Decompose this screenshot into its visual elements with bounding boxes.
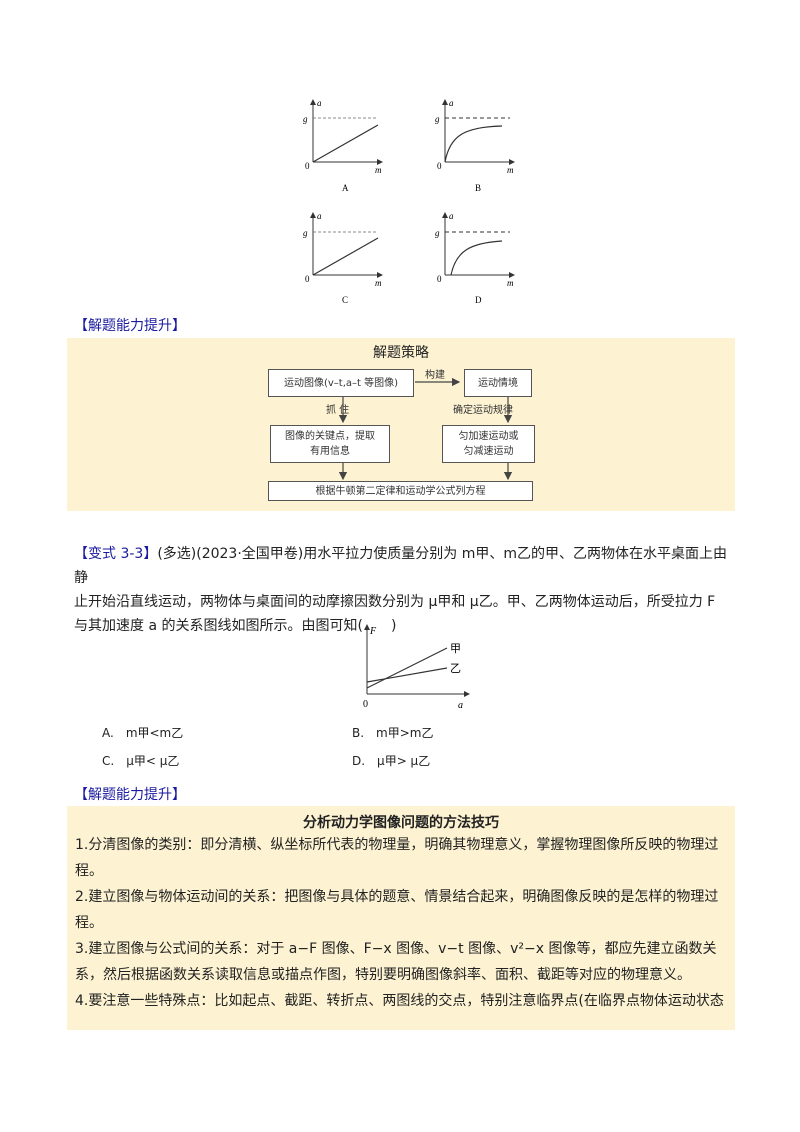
- question-text: 【变式 3-3】(多选)(2023·全国甲卷)用水平拉力使质量分别为 m甲、m乙…: [74, 542, 736, 638]
- svg-text:0: 0: [305, 161, 310, 171]
- caption-b: B: [475, 183, 481, 193]
- svg-text:g: g: [435, 228, 440, 238]
- tip-3: 3.建立图像与公式间的关系：对于 a−F 图像、F−x 图像、v−t 图像、v²…: [75, 941, 717, 983]
- svg-text:a: a: [449, 98, 454, 108]
- tip-1: 1.分清图像的类别：即分清横、纵坐标所代表的物理量，明确其物理意义，掌握物理图像…: [75, 837, 719, 879]
- graph-b: a g 0 m B: [435, 98, 515, 193]
- node-motion-graph: 运动图像(v–t,a–t 等图像): [268, 369, 414, 397]
- caption-d: D: [475, 295, 482, 305]
- node-equation: 根据牛顿第二定律和运动学公式列方程: [268, 481, 533, 501]
- strategy-box: 解题策略 运动图像(v–t,a–t 等图像) 运动情境 图像的关键点，提取有用信…: [67, 338, 735, 511]
- line-yi: [366, 667, 448, 683]
- edge-label-determine: 确定运动规律: [453, 405, 513, 416]
- svg-text:a: a: [449, 211, 454, 221]
- svg-text:m: m: [375, 278, 382, 288]
- svg-text:0: 0: [437, 161, 442, 171]
- question-tag: 【变式 3-3】: [74, 546, 158, 562]
- node-uniform-motion: 匀加速运动或匀减速运动: [442, 425, 535, 463]
- tips-box: 分析动力学图像问题的方法技巧 1.分清图像的类别：即分清横、纵坐标所代表的物理量…: [67, 806, 735, 1030]
- svg-text:g: g: [303, 114, 308, 124]
- graph-c: a g 0 m C: [303, 211, 383, 305]
- tips-title: 分析动力学图像问题的方法技巧: [303, 815, 499, 831]
- line-jia: [366, 647, 448, 689]
- label-jia: 甲: [450, 643, 461, 655]
- option-a[interactable]: A. m甲<m乙: [102, 726, 184, 740]
- svg-text:0: 0: [305, 274, 310, 284]
- node-motion-scene: 运动情境: [464, 369, 532, 397]
- question-line-2: 止开始沿直线运动，两物体与桌面间的动摩擦因数分别为 μ甲和 μ乙。甲、乙两物体运…: [74, 594, 716, 610]
- tip-2: 2.建立图像与物体运动间的关系：把图像与具体的题意、情景结合起来，明确图像反映的…: [75, 889, 719, 931]
- section-label-1: 【解题能力提升】: [74, 318, 186, 334]
- svg-text:a: a: [317, 211, 322, 221]
- svg-text:0: 0: [437, 274, 442, 284]
- question-line-1: (多选)(2023·全国甲卷)用水平拉力使质量分别为 m甲、m乙的甲、乙两物体在…: [74, 546, 727, 586]
- option-d[interactable]: D. μ甲> μ乙: [352, 754, 431, 768]
- strategy-arrows: [338, 377, 513, 481]
- edge-label-grasp: 抓 住: [326, 405, 350, 416]
- question-graph: F 0 a 甲 乙: [363, 624, 470, 711]
- node-key-points: 图像的关键点，提取有用信息: [270, 425, 390, 463]
- svg-text:g: g: [303, 228, 308, 238]
- tip-4: 4.要注意一些特殊点：比如起点、截距、转折点、两图线的交点，特别注意临界点(在临…: [75, 993, 724, 1009]
- svg-text:a: a: [458, 700, 463, 711]
- option-c[interactable]: C. μ甲< μ乙: [102, 754, 180, 768]
- caption-c: C: [342, 295, 348, 305]
- svg-text:m: m: [375, 165, 382, 175]
- answer-graphs: a g 0 m A a g 0 m B a g 0 m C a g 0 m: [303, 98, 515, 305]
- section-label-2: 【解题能力提升】: [74, 787, 186, 803]
- svg-text:F: F: [369, 626, 377, 637]
- svg-text:g: g: [435, 114, 440, 124]
- label-yi: 乙: [450, 662, 461, 675]
- svg-text:0: 0: [363, 699, 368, 710]
- svg-text:m: m: [507, 165, 514, 175]
- graph-d: a g 0 m D: [435, 211, 515, 305]
- strategy-title: 解题策略: [373, 345, 429, 361]
- option-b[interactable]: B. m甲>m乙: [352, 726, 434, 740]
- svg-text:m: m: [507, 278, 514, 288]
- graph-a-axis-y: a: [317, 98, 322, 108]
- question-line-3: 与其加速度 a 的关系图线如图所示。由图可知( ): [74, 618, 397, 634]
- graph-a: a g 0 m A: [303, 98, 383, 193]
- caption-a: A: [342, 183, 349, 193]
- edge-label-build: 构建: [425, 370, 445, 381]
